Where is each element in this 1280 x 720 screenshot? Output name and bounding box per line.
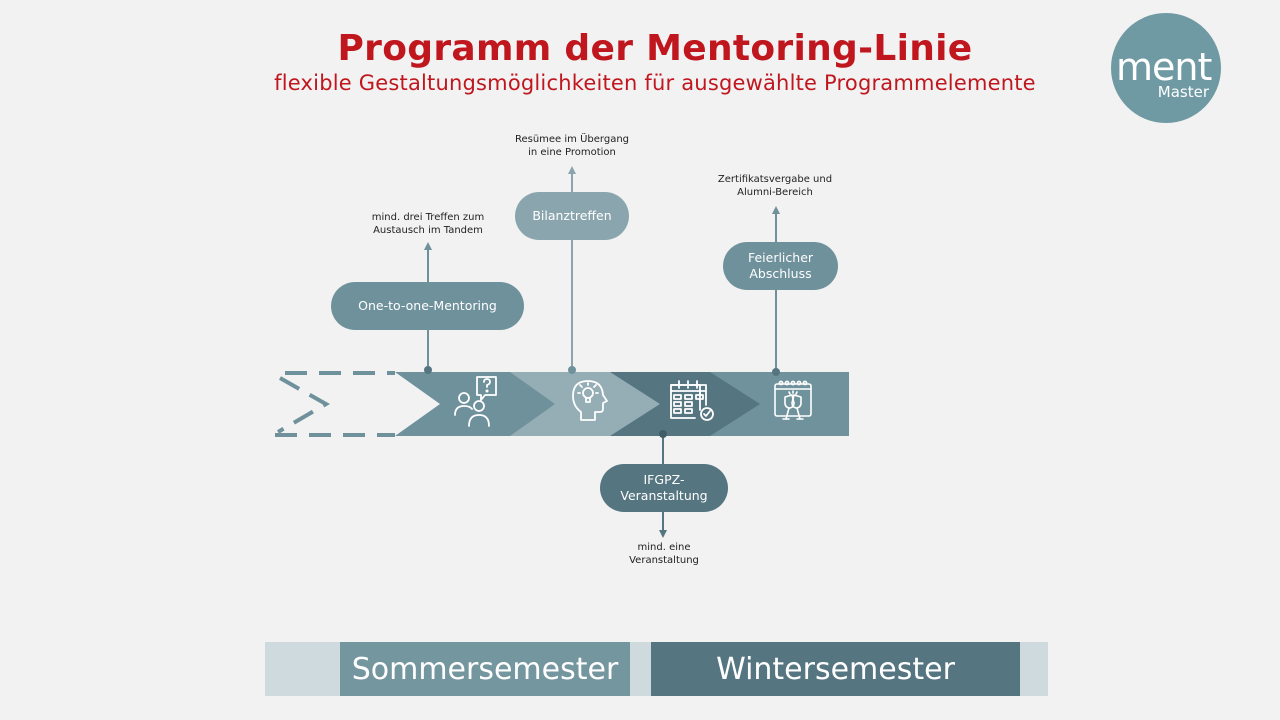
pill-one-to-one-mentoring: One-to-one-Mentoring — [331, 282, 524, 330]
connector-bilanz — [568, 166, 576, 374]
logo-text-ment: ment — [1116, 45, 1212, 89]
pill-label: Bilanztreffen — [532, 208, 612, 223]
semester-summer-label: Sommersemester — [351, 651, 619, 687]
pill-label: One-to-one-Mentoring — [358, 298, 497, 313]
semester-winter-label: Wintersemester — [716, 651, 955, 687]
mentoring-question-people-icon — [454, 376, 497, 427]
calendar-toast-icon — [774, 380, 812, 420]
calendar-check-icon — [670, 380, 714, 421]
pill-bilanztreffen: Bilanztreffen — [515, 192, 629, 240]
connector-mentoring — [424, 242, 432, 374]
dashed-leadin-chevron — [275, 371, 395, 437]
mentmaster-logo: ment Master — [1111, 13, 1221, 123]
pill-label: IFGPZ- Veranstaltung — [620, 472, 708, 503]
segment-dark-teal — [600, 372, 760, 436]
segment-light-teal — [505, 372, 660, 436]
segment-mid-teal-end — [705, 372, 849, 436]
logo-text-master: Master — [1157, 83, 1209, 101]
pill-label: Feierlicher Abschluss — [747, 250, 814, 281]
note-bilanz: Resümee im Übergang in eine Promotion — [514, 134, 630, 158]
note-ifgpz: mind. eine Veranstaltung — [629, 542, 699, 566]
semester-winter: Wintersemester — [651, 642, 1020, 696]
pill-feierlicher-abschluss: Feierlicher Abschluss — [723, 242, 838, 290]
page-title: Programm der Mentoring-Linie — [337, 28, 973, 69]
head-lightbulb-icon — [572, 380, 608, 421]
page-subtitle: flexible Gestaltungsmöglichkeiten für au… — [274, 71, 1036, 95]
connector-ifgpz — [659, 430, 667, 538]
pill-ifgpz-veranstaltung: IFGPZ- Veranstaltung — [600, 464, 728, 512]
note-mentoring: mind. drei Treffen zum Austausch im Tand… — [371, 212, 485, 236]
note-abschluss: Zertifikatsvergabe und Alumni-Bereich — [717, 174, 833, 198]
semester-summer: Sommersemester — [340, 642, 630, 696]
connector-abschluss — [772, 206, 780, 376]
